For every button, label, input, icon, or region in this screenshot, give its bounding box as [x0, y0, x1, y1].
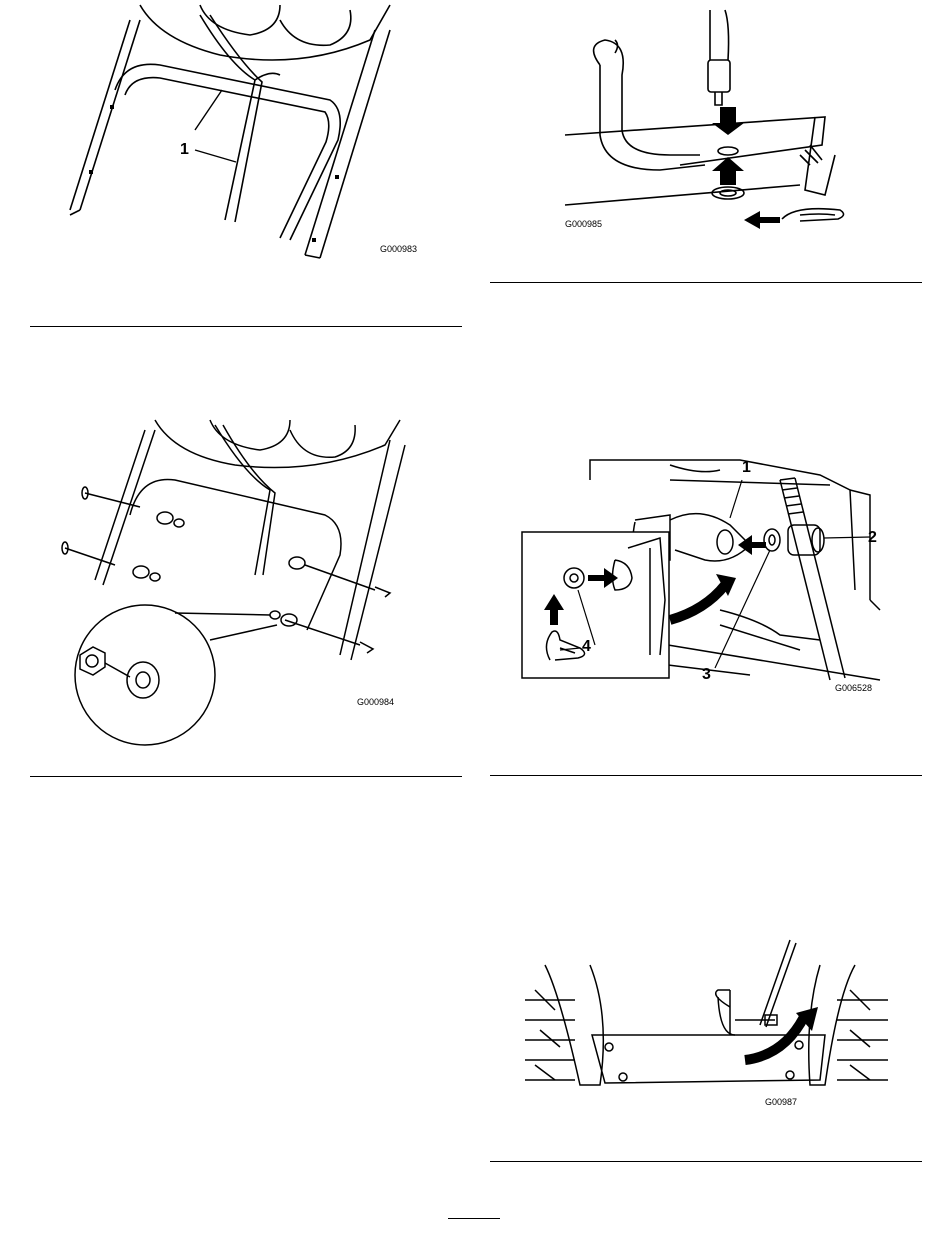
- fastener-mark: [110, 105, 114, 109]
- section-divider: [490, 1161, 922, 1162]
- figure-g000985: G000985: [560, 5, 860, 240]
- arrow-left-icon: [744, 211, 780, 229]
- fastener-mark: [335, 175, 339, 179]
- figure-g00987: G00987: [520, 935, 892, 1115]
- figure-g006528: 1 2 3 4 G006528: [520, 450, 890, 700]
- arrow-down-icon: [712, 107, 744, 135]
- fastener-mark: [89, 170, 93, 174]
- callout-label: 3: [702, 666, 711, 683]
- pin-insertion-illustration: G000985: [560, 5, 860, 240]
- deck-lever-illustration: G00987: [520, 935, 892, 1115]
- section-divider: [490, 775, 922, 776]
- callout-label: 4: [582, 638, 591, 655]
- section-divider: [30, 326, 462, 327]
- section-divider: [30, 776, 462, 777]
- figure-g000984: G000984: [45, 415, 455, 745]
- figure-id: G006528: [835, 683, 872, 693]
- figure-id: G000984: [357, 697, 394, 707]
- callout-label: 1: [742, 459, 751, 476]
- arrow-up-icon: [712, 157, 744, 185]
- figure-id: G000983: [380, 244, 417, 254]
- linkage-assembly-illustration: 1 2 3 4 G006528: [520, 450, 890, 700]
- callout-label: 1: [180, 141, 189, 158]
- figure-id: G00987: [765, 1097, 797, 1107]
- handle-cable-illustration: 1 G000983: [40, 0, 460, 270]
- fastener-mark: [312, 238, 316, 242]
- section-divider: [490, 282, 922, 283]
- page-number-rule: [448, 1218, 500, 1219]
- handle-hardware-illustration: G000984: [45, 415, 455, 745]
- figure-g000983: 1 G000983: [40, 0, 460, 270]
- callout-label: 2: [868, 529, 877, 546]
- figure-id: G000985: [565, 219, 602, 229]
